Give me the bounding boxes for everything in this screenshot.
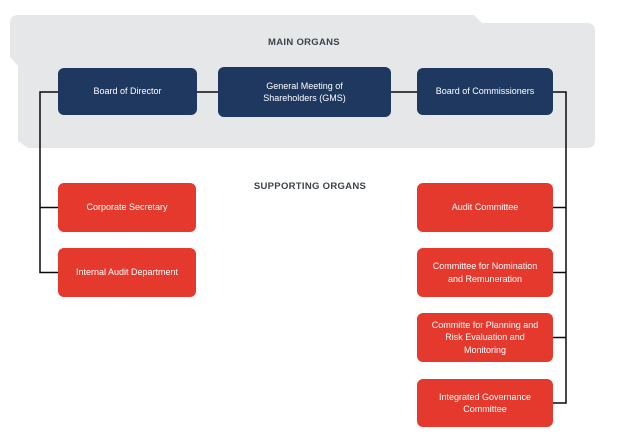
connector-left-trunk — [39, 91, 58, 274]
org-box-audit-committee: Audit Committee — [417, 183, 553, 232]
supporting-organs-heading: SUPPORTING ORGANS — [253, 181, 367, 192]
main-organs-heading: MAIN ORGANS — [268, 37, 340, 48]
org-box-committee-nomination-remuneration: Committee for Nomination and Remuneratio… — [417, 248, 553, 297]
org-box-board-of-director: Board of Director — [58, 68, 197, 115]
connector-right-trunk — [553, 91, 567, 404]
org-box-general-meeting-of-shareholders: General Meeting of Shareholders (GMS) — [218, 67, 391, 117]
org-box-board-of-commissioners: Board of Commissioners — [417, 68, 553, 115]
org-box-internal-audit-department: Internal Audit Department — [58, 248, 196, 297]
org-box-committee-planning-risk-evaluation-monitoring: Committe for Planning and Risk Evaluatio… — [417, 313, 553, 362]
org-box-integrated-governance-committee: Integrated Governance Committee — [417, 379, 553, 427]
org-box-corporate-secretary: Corporate Secretary — [58, 183, 196, 232]
